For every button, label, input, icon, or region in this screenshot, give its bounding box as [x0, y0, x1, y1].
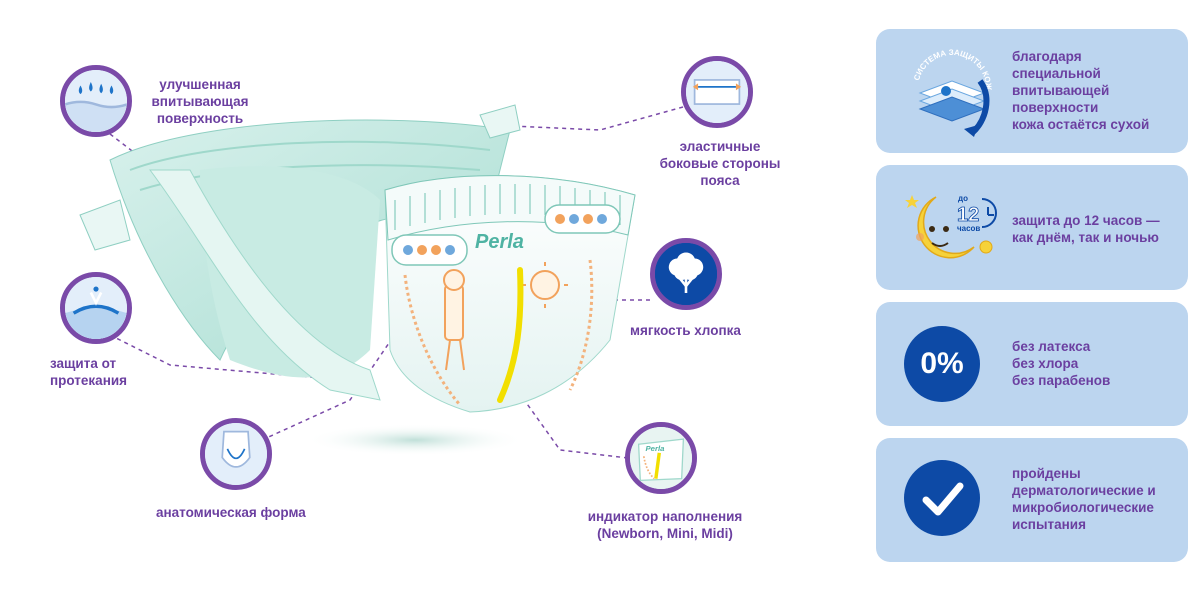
anatomic-shape-label: анатомическая форма: [156, 505, 306, 520]
front-tab-right: [544, 204, 621, 234]
no-chemicals-card: 0% без латекса без хлора без парабенов: [876, 302, 1188, 426]
skin-protection-icon: СИСТЕМА ЗАЩИТЫ КОЖИ: [903, 34, 998, 141]
leak-protection-icon: [60, 272, 132, 344]
cotton-softness-icon: [650, 238, 722, 310]
leak-protection-label: защита от протекания: [50, 356, 128, 388]
elastic-sides-label: эластичные боковые стороны пояса: [659, 139, 781, 188]
diaper-inner-core: [200, 166, 380, 378]
brand-logo: Perla: [475, 231, 524, 253]
skin-protection-text: благодаря специальной впитывающей поверх…: [1012, 49, 1150, 132]
dermatology-tested-text: пройдены дерматологические и микробиолог…: [1012, 466, 1156, 532]
anatomic-shape-icon: [200, 418, 272, 490]
skin-protection-card: СИСТЕМА ЗАЩИТЫ КОЖИ благодаря специально…: [876, 29, 1188, 153]
night-protection-text: защита до 12 часов — как днём, так и ноч…: [1012, 213, 1160, 245]
sun-print: [522, 262, 568, 308]
diaper-shadow: [305, 424, 525, 456]
elastic-sides-icon: [681, 56, 753, 128]
absorbent-surface-icon: [60, 65, 132, 137]
zero-percent-icon: 0%: [904, 326, 980, 402]
svg-text:Perla: Perla: [646, 444, 666, 453]
diaper-right-tab: [479, 104, 521, 139]
diaper-illustration: Perla: [79, 104, 636, 456]
diaper-left-tab: [79, 199, 131, 251]
absorbent-surface-label: улучшенная впитывающая поверхность: [151, 77, 249, 126]
front-tab-left: [391, 234, 468, 266]
dermatology-tested-card: пройдены дерматологические и микробиолог…: [876, 438, 1188, 562]
svg-text:часов: часов: [957, 224, 980, 233]
svg-text:12: 12: [957, 204, 979, 226]
cotton-softness-label: мягкость хлопка: [630, 323, 741, 338]
wetness-indicator: [497, 267, 524, 403]
night-protection-card: до 12 часов защита до 12 часов — как днё…: [876, 165, 1188, 290]
svg-text:до: до: [958, 194, 968, 203]
wetness-indicator-icon: Perla: [625, 422, 697, 494]
no-chemicals-text: без латекса без хлора без парабенов: [1012, 339, 1111, 388]
moon-12-hours-icon: до 12 часов: [902, 185, 1002, 271]
wetness-indicator-label: индикатор наполнения (Newborn, Mini, Mid…: [587, 509, 743, 541]
giraffe-print: [443, 269, 465, 371]
diaper-side-cuff: [149, 169, 381, 401]
checkmark-icon: [904, 460, 980, 536]
